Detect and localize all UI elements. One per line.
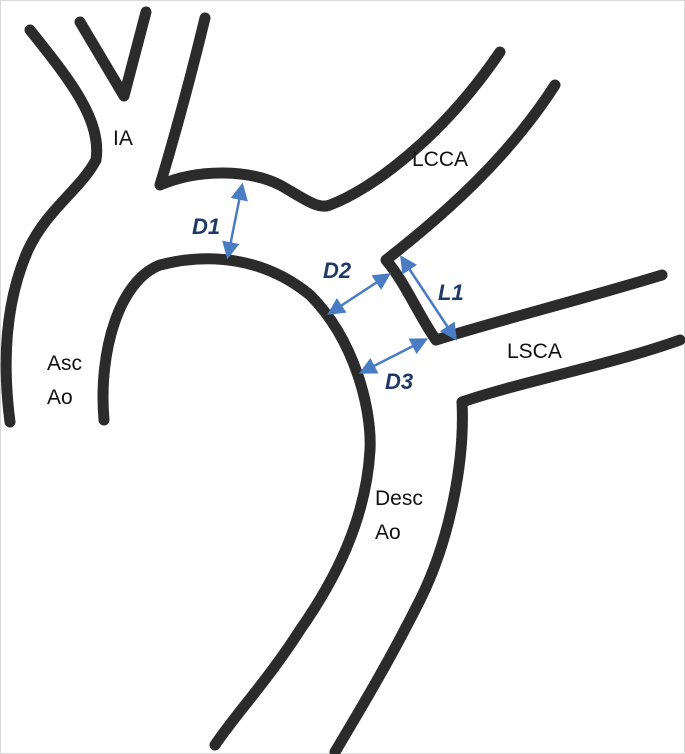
- lcca-lower-wall-lsca-upper-wall: [380, 79, 668, 346]
- l1-label: L1: [438, 280, 464, 305]
- d3-label: D3: [385, 369, 413, 394]
- measurement-arrows: [222, 182, 457, 374]
- lcca-label: LCCA: [412, 148, 468, 171]
- lsca-label: LSCA: [507, 340, 562, 363]
- ascending-aorta-outer-wall: [0, 24, 103, 428]
- d2-label: D2: [323, 258, 352, 283]
- desc-ao-label-line1: Desc: [375, 487, 423, 510]
- ia-label: IA: [113, 127, 133, 150]
- asc-ao-label-line1: Asc: [47, 352, 82, 375]
- d1-arrow: [222, 182, 248, 260]
- ia-inner-branch-wall: [74, 6, 152, 102]
- ia-right-wall-to-arch-top: [154, 12, 506, 212]
- l1-arrow: [400, 255, 457, 341]
- lsca-lower-wall-desc-outer-wall: [329, 334, 685, 754]
- desc-ao-label-line2: Ao: [375, 521, 401, 544]
- vessel-walls: [0, 6, 685, 754]
- measurement-labels: D1 D2 D3 L1: [192, 214, 464, 394]
- d1-label: D1: [192, 214, 220, 239]
- asc-ao-label-line2: Ao: [47, 386, 73, 409]
- d3-arrow: [358, 338, 429, 374]
- arch-inner-curve-desc-inner-wall: [97, 253, 376, 751]
- vessel-labels: IA LCCA LSCA Asc Ao Desc Ao: [47, 127, 562, 544]
- d2-arrow: [327, 273, 391, 315]
